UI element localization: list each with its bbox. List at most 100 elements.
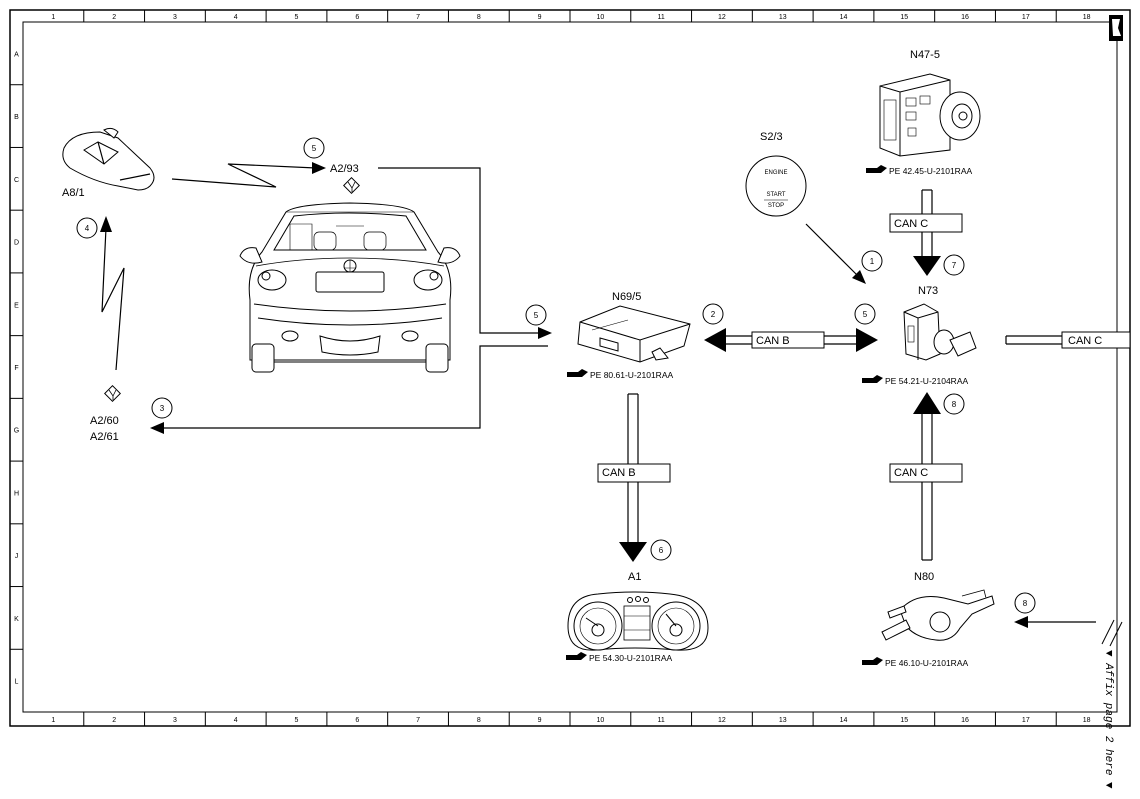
grid-row-G: G	[14, 428, 19, 435]
step-7-badge	[943, 254, 965, 276]
svg-text:5: 5	[312, 144, 317, 153]
ref-a1: PE 54.30-U-2101RAA	[589, 653, 672, 663]
reference-pointer-icon-2	[566, 652, 587, 660]
grid-col-8-bottom: 8	[477, 717, 481, 724]
svg-text:5: 5	[863, 310, 868, 319]
grid-col-3-bottom: 3	[173, 717, 177, 724]
grid-row-J: J	[15, 553, 19, 560]
grid-ruler: 1122334455667788991010111112121313141415…	[10, 10, 1091, 726]
grid-row-K: K	[14, 616, 19, 623]
svg-text:4: 4	[85, 224, 90, 233]
grid-col-11-bottom: 11	[658, 717, 665, 724]
label-n80: N80	[914, 571, 934, 583]
grid-col-7-bottom: 7	[416, 717, 420, 724]
step-3-badge	[151, 397, 173, 419]
grid-col-3-top: 3	[173, 14, 177, 21]
grid-col-12-bottom: 12	[718, 717, 726, 724]
signal-arrowhead-to-n69-5	[538, 327, 552, 339]
grid-col-14-bottom: 14	[840, 717, 848, 724]
grid-col-4-top: 4	[234, 14, 238, 21]
label-a2-93: A2/93	[330, 163, 359, 175]
grid-col-13-bottom: 13	[779, 717, 787, 724]
step-8-badge	[943, 393, 965, 415]
grid-col-9-top: 9	[538, 14, 542, 21]
svg-text:1: 1	[870, 257, 875, 266]
signal-arrowhead-s2-3	[852, 270, 866, 284]
grid-col-17-bottom: 17	[1022, 717, 1030, 724]
can-b-vertical-bus-box	[597, 463, 671, 483]
can-c-top-bus-box	[889, 213, 963, 233]
grid-col-10-bottom: 10	[596, 717, 604, 724]
grid-col-2-top: 2	[112, 14, 116, 21]
svg-text:3: 3	[160, 404, 165, 413]
antenna-diamond-icon-2	[104, 385, 121, 402]
grid-row-A: A	[14, 51, 19, 58]
label-a1: A1	[628, 571, 641, 583]
grid-col-10-top: 10	[596, 14, 604, 21]
affix-page-note: ▼ Affix page 2 here ▼	[1102, 650, 1114, 789]
step-1-badge	[861, 250, 883, 272]
label-can-c-bottom: CAN C	[894, 467, 928, 479]
grid-col-6-top: 6	[355, 14, 359, 21]
step-2-badge	[702, 303, 724, 325]
grid-col-8-top: 8	[477, 14, 481, 21]
reference-pointer-icon-4	[862, 375, 883, 383]
signal-line-n69-5-to-a2-60	[160, 345, 548, 429]
grid-col-11-top: 11	[658, 14, 665, 21]
key-a8-1-icon	[62, 127, 155, 191]
grid-row-F: F	[14, 365, 18, 372]
step-4-badge	[76, 217, 98, 239]
grid-col-1-top: 1	[51, 14, 55, 21]
grid-col-9-bottom: 9	[538, 717, 542, 724]
grid-col-16-bottom: 16	[961, 717, 969, 724]
instrument-cluster-a1-icon	[567, 591, 709, 651]
ir-signal-line-key-to-receiver	[171, 163, 317, 188]
reference-pointer-icon-5	[862, 657, 883, 665]
signal-arrowhead-to-a2-60	[150, 422, 164, 434]
grid-col-18-top: 18	[1083, 14, 1091, 21]
grid-row-E: E	[14, 302, 19, 309]
ir-signal-arrowhead-to-key	[100, 216, 112, 232]
grid-col-17-top: 17	[1022, 14, 1030, 21]
step-5-badge-3	[854, 303, 876, 325]
step-5-badge	[303, 137, 325, 159]
ref-n47-5: PE 42.45-U-2101RAA	[889, 166, 972, 176]
can-b-arrowhead-down	[619, 542, 647, 562]
vehicle-rear-view-illustration	[239, 202, 461, 373]
step-6-badge	[650, 539, 672, 561]
grid-row-L: L	[15, 679, 19, 686]
grid-col-6-bottom: 6	[355, 717, 359, 724]
esp-control-unit-n47-5-icon	[879, 73, 981, 157]
svg-text:8: 8	[952, 400, 957, 409]
signal-line-a2-93-to-n69-5	[378, 167, 540, 334]
grid-col-14-top: 14	[840, 14, 848, 21]
antenna-diamond-icon	[343, 177, 360, 194]
ref-n80: PE 46.10-U-2101RAA	[885, 658, 968, 668]
svg-text:6: 6	[659, 546, 664, 555]
label-can-c-right: CAN C	[1068, 335, 1102, 347]
label-s2-3: S2/3	[760, 131, 783, 143]
ref-n73: PE 54.21-U-2104RAA	[885, 376, 968, 386]
can-c-bottom-arrowhead	[913, 392, 941, 414]
grid-col-5-top: 5	[295, 14, 299, 21]
label-a2-60: A2/60	[90, 415, 119, 427]
ignition-switch-n73-icon	[903, 303, 977, 361]
label-can-c-top: CAN C	[894, 218, 928, 230]
reference-pointer-icon-3	[866, 165, 887, 173]
grid-row-B: B	[14, 114, 19, 121]
svg-text:8: 8	[1023, 599, 1028, 608]
label-n69-5: N69/5	[612, 291, 641, 303]
steering-column-module-n80-icon	[881, 589, 995, 641]
svg-text:START: START	[766, 192, 785, 198]
step-8-badge-2	[1014, 592, 1036, 614]
can-c-right-bus-box	[1061, 331, 1131, 349]
can-c-bottom-bus-box	[889, 463, 963, 483]
grid-col-1-bottom: 1	[51, 717, 55, 724]
label-n73: N73	[918, 285, 938, 297]
page-corner-marker	[1109, 15, 1123, 41]
svg-text:7: 7	[952, 261, 957, 270]
grid-col-5-bottom: 5	[295, 717, 299, 724]
can-c-top-arrowhead	[913, 256, 941, 276]
label-a8-1: A8/1	[62, 187, 85, 199]
